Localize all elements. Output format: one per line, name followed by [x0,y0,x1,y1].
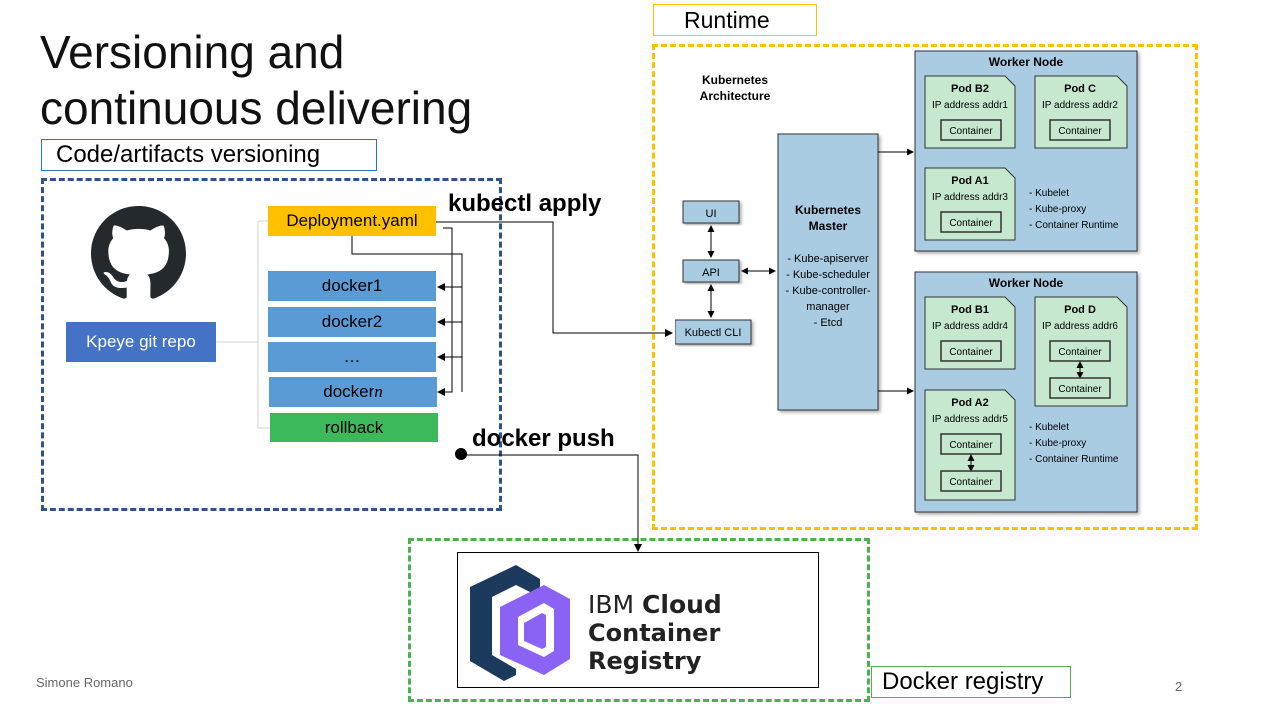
pod-d-container-1-label: Container [1058,347,1102,358]
runtime-label: Runtime [653,4,817,36]
runtime-label-text: Runtime [684,7,770,33]
node1-service-3: - Container Runtime [1029,220,1119,231]
ui-label: UI [706,208,717,220]
code-versioning-label: Code/artifacts versioning [41,139,377,171]
node2-service-1: - Kubelet [1029,422,1069,433]
repo-tree-lines [216,220,270,429]
docker-registry-region [408,538,870,702]
master-item-1: - Kube-apiserver [787,253,869,265]
api-box [682,259,740,283]
docker1-artifact: docker1 [268,271,436,301]
dockern-suffix: n [374,382,383,401]
pod-a2-ip: IP address addr5 [932,414,1008,425]
pod-a2-container-2-label: Container [949,477,993,488]
kubectl-cli-box [675,319,752,345]
kubernetes-master [777,133,879,411]
master-item-4: manager [806,301,850,313]
pod-c-container [1049,119,1111,141]
registry-title-line-2: Container Registry [588,619,721,675]
pod-c-container-label: Container [1058,126,1102,137]
docker-registry-label: Docker registry [871,666,1071,698]
github-icon [91,206,186,301]
code-versioning-region [41,178,502,511]
master-item-3: - Kube-controller- [786,285,871,297]
k8s-title-1: Kubernetes [702,73,768,87]
pod-b1-ip: IP address addr4 [932,321,1008,332]
kubectl-cli-label: Kubectl CLI [685,327,742,339]
pod-a2-name: Pod A2 [951,397,989,409]
rollback-artifact: rollback [270,413,438,442]
pod-b1-name: Pod B1 [951,304,989,316]
docker-push-arrow [461,454,642,552]
master-item-5: - Etcd [814,317,843,329]
node2-service-2: - Kube-proxy [1029,438,1086,449]
pod-b2-container-label: Container [949,126,993,137]
deployment-references [351,227,463,396]
pod-d-name: Pod D [1064,304,1096,316]
author: Simone Romano [36,675,133,690]
ibm-cloud-container-registry-logo [470,565,570,681]
master-title-1: Kubernetes [795,203,861,217]
registry-logo-box: IBM Cloud Container Registry [457,552,819,688]
worker-node-1-title: Worker Node [989,55,1064,69]
page-number: 2 [1175,679,1183,694]
slide-title: Versioning and continuous delivering [40,24,472,136]
pod-a1-container-label: Container [949,218,993,229]
k8s-title-2: Architecture [700,89,771,103]
docker-push-label: docker push [472,425,615,452]
pod-a1-container [940,211,1002,233]
ui-box [682,200,740,224]
ellipsis-artifact: … [268,342,436,372]
pod-d-container-2 [1049,377,1111,399]
pod-b2-ip: IP address addr1 [932,100,1008,111]
docker-push-start [455,448,467,460]
pod-d-ip: IP address addr6 [1042,321,1118,332]
dockern-base: docker [323,382,375,401]
master-item-2: - Kube-scheduler [786,269,870,281]
worker-node-2-title: Worker Node [989,276,1064,290]
title-line-1: Versioning and [40,26,345,78]
docker2-artifact: docker2 [268,307,436,337]
pod-c-name: Pod C [1064,83,1096,95]
registry-brand: IBM [588,590,635,619]
kubectl-apply-arrow [436,221,673,337]
pod-b2-container [940,119,1002,141]
pod-b1-container-label: Container [949,347,993,358]
registry-cloud: Cloud [642,590,722,619]
api-label: API [702,267,720,279]
pod-a1-name: Pod A1 [951,175,989,187]
node2-service-3: - Container Runtime [1029,454,1119,465]
master-title-2: Master [809,219,848,233]
title-line-2: continuous delivering [40,82,473,134]
pod-b2-name: Pod B2 [951,83,989,95]
kubectl-apply-label: kubectl apply [448,190,602,217]
registry-title-line-1: IBM Cloud [588,591,722,619]
pod-d-container-2-label: Container [1058,384,1102,395]
pod-c-ip: IP address addr2 [1042,100,1118,111]
node1-service-2: - Kube-proxy [1029,204,1086,215]
kubernetes-architecture: Kubernetes Architecture UI API Kubectl C… [675,50,1138,513]
pod-a1-ip: IP address addr3 [932,192,1008,203]
pod-a2-container-1-label: Container [949,440,993,451]
pod-a2-container-2 [940,470,1002,492]
pod-b1-container [940,340,1002,362]
deployment-yaml: Deployment.yaml [268,206,436,236]
node1-service-1: - Kubelet [1029,188,1069,199]
dockern-artifact: dockern [269,377,437,407]
runtime-region [652,44,1198,530]
git-repo-box: Kpeye git repo [66,322,216,362]
